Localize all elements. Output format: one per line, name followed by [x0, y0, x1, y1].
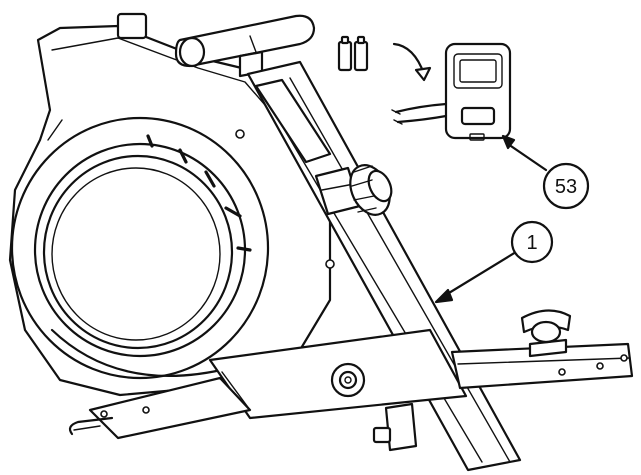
bolt [235, 129, 245, 139]
tension-knob[interactable] [343, 159, 398, 221]
top-cap [116, 12, 148, 40]
handlebar [174, 14, 316, 78]
callout-number: 1 [526, 232, 537, 254]
callout-circle [510, 220, 554, 264]
console-button [460, 106, 496, 126]
bolt [325, 259, 335, 269]
bolt [596, 362, 604, 370]
upright-column [246, 60, 522, 472]
scale-mark [178, 148, 188, 164]
front-stabilizer [450, 309, 634, 390]
callout-number: 53 [555, 176, 577, 198]
scale-mark [224, 206, 242, 218]
foot-post [372, 402, 418, 452]
callout-53: 53 [501, 134, 590, 210]
install-arrow [392, 42, 432, 82]
bolt [558, 368, 566, 376]
scale-mark [146, 134, 154, 148]
bolt [620, 354, 628, 362]
callout-1: 1 [434, 220, 554, 304]
flywheel-cover [10, 116, 270, 380]
battery [353, 35, 369, 72]
batteries [337, 35, 369, 72]
console [391, 42, 512, 141]
battery [337, 35, 353, 72]
callout-circle [542, 162, 590, 210]
column-pad [254, 78, 332, 164]
rear-stabilizer [68, 376, 252, 440]
scale-mark [236, 246, 252, 252]
console-display [453, 53, 503, 89]
scale-mark [204, 170, 216, 188]
